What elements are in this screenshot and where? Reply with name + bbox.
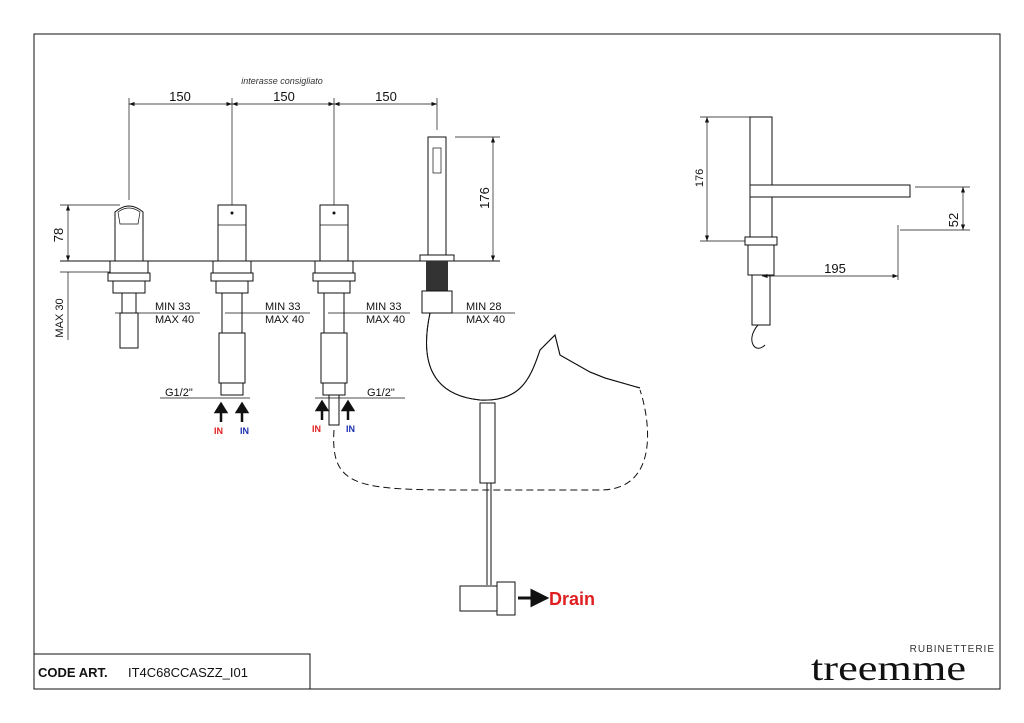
side-view: 176 52 195: [694, 116, 970, 349]
dim-mixer-height: 78: [51, 228, 66, 242]
hose-path: [333, 389, 649, 491]
range-2-min: MIN 33: [265, 301, 300, 313]
range-3-max: MAX 40: [366, 314, 405, 326]
dim-spacing-2: 150: [273, 89, 295, 104]
deck-range-labels: MIN 33 MAX 40 MIN 33 MAX 40 MIN 33 MAX 4…: [115, 301, 515, 326]
dim-max-deck: MAX 30: [54, 298, 66, 337]
range-4-min: MIN 28: [466, 301, 501, 313]
side-dim-height: 176: [694, 169, 706, 187]
range-1-max: MAX 40: [155, 314, 194, 326]
range-4-max: MAX 40: [466, 314, 505, 326]
range-2-max: MAX 40: [265, 314, 304, 326]
valve-cold: [312, 204, 356, 426]
spacing-note: interasse consigliato: [241, 76, 323, 86]
code-value: IT4C68CCASZZ_I01: [128, 665, 248, 680]
drawing-frame: [33, 33, 1001, 690]
code-label: CODE ART.: [38, 665, 108, 680]
height-dimensions: 78 MAX 30 176: [51, 136, 500, 340]
dim-handshower-height: 176: [477, 187, 492, 209]
inlet-arrows: IN IN IN IN: [213, 399, 356, 436]
spacing-dimensions: 150 150 150: [128, 89, 438, 210]
drain-arrow-icon: [518, 588, 550, 608]
inlet-cold-2: IN: [346, 424, 355, 434]
thread-label-2: G1/2": [367, 387, 395, 399]
inlet-hot-2: IN: [312, 424, 321, 434]
side-dim-spout-height: 52: [946, 213, 961, 227]
range-1-min: MIN 33: [155, 301, 190, 313]
handshower: [419, 136, 641, 616]
brand-subtitle: RUBINETTERIE: [910, 644, 995, 655]
inlet-hot-1: IN: [214, 426, 223, 436]
brand-logo: treemme: [811, 648, 966, 688]
dim-spacing-1: 150: [169, 89, 191, 104]
side-dim-projection: 195: [824, 261, 846, 276]
thread-label-1: G1/2": [165, 387, 193, 399]
valve-hot: [210, 204, 254, 396]
range-3-min: MIN 33: [366, 301, 401, 313]
spout-body: [107, 205, 151, 349]
title-block: [33, 653, 311, 690]
dim-spacing-3: 150: [375, 89, 397, 104]
drain-label: Drain: [549, 589, 595, 609]
inlet-cold-1: IN: [240, 426, 249, 436]
